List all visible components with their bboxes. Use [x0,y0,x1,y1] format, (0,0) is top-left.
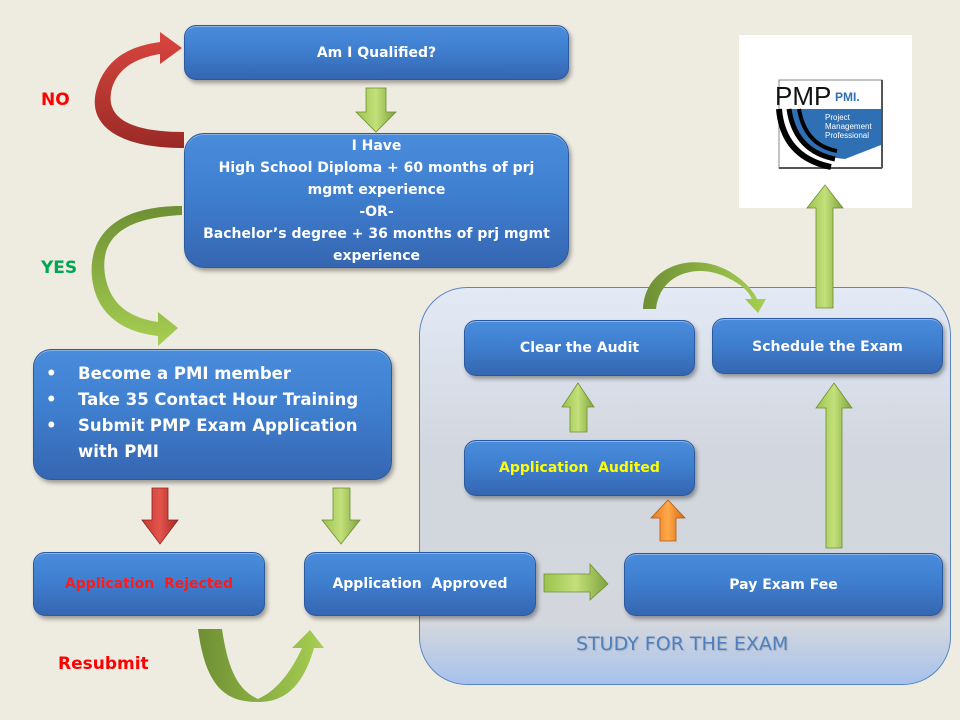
am-i-qualified-text: Am I Qualified? [316,44,437,61]
application-rejected-text: Application Rejected [64,576,234,592]
pmi-logo-org: PMI. [835,90,860,104]
step-item: Become a PMI member [34,361,358,387]
clear-the-audit-box[interactable]: Clear the Audit [464,320,695,376]
requirements-line: High School Diploma + 60 months of prj [218,159,535,176]
requirements-line: Bachelor’s degree + 36 months of prj mgm… [203,225,550,242]
pmp-logo-title: PMP [775,81,831,111]
yes-curved-arrow-icon [91,206,182,346]
arrow-down-green-icon [321,487,361,545]
steps-box[interactable]: Become a PMI member Take 35 Contact Hour… [33,349,392,480]
no-curved-arrow-icon [94,32,184,148]
am-i-qualified-box[interactable]: Am I Qualified? [184,25,569,80]
study-for-exam-label: STUDY FOR THE EXAM [576,633,789,655]
logo-line-3: Professional [825,131,869,140]
application-rejected-box[interactable]: Application Rejected [33,552,265,616]
pay-exam-fee-box[interactable]: Pay Exam Fee [624,553,943,616]
resubmit-label: Resubmit [58,654,149,674]
arrow-down-icon [355,87,397,133]
resubmit-curved-arrow-icon [198,629,324,702]
schedule-the-exam-box[interactable]: Schedule the Exam [712,318,943,374]
application-audited-text: Application Audited [499,460,660,476]
step-item: Submit PMP Exam Application [34,413,358,439]
requirements-box[interactable]: I Have High School Diploma + 60 months o… [184,133,569,268]
step-item: with PMI [78,442,159,461]
application-approved-box[interactable]: Application Approved [304,552,536,616]
application-approved-text: Application Approved [332,576,508,592]
requirements-line: experience [332,247,420,264]
requirements-line: -OR- [359,203,394,220]
logo-line-2: Management [825,122,872,131]
pmp-logo-graphic: PMP PMI. Project Management Professional [775,79,883,170]
logo-line-1: Project [825,113,851,122]
schedule-the-exam-text: Schedule the Exam [752,339,903,355]
yes-label: YES [41,258,78,278]
application-audited-box[interactable]: Application Audited [464,440,695,496]
pay-exam-fee-text: Pay Exam Fee [729,576,838,593]
steps-list: Become a PMI member Take 35 Contact Hour… [34,361,358,465]
arrow-down-red-icon [141,487,179,545]
step-item: Take 35 Contact Hour Training [34,387,358,413]
pmp-logo: PMP PMI. Project Management Professional [739,35,912,208]
requirements-line: I Have [351,137,402,154]
no-label: NO [41,90,70,110]
clear-the-audit-text: Clear the Audit [519,340,640,356]
requirements-line: mgmt experience [307,181,446,198]
